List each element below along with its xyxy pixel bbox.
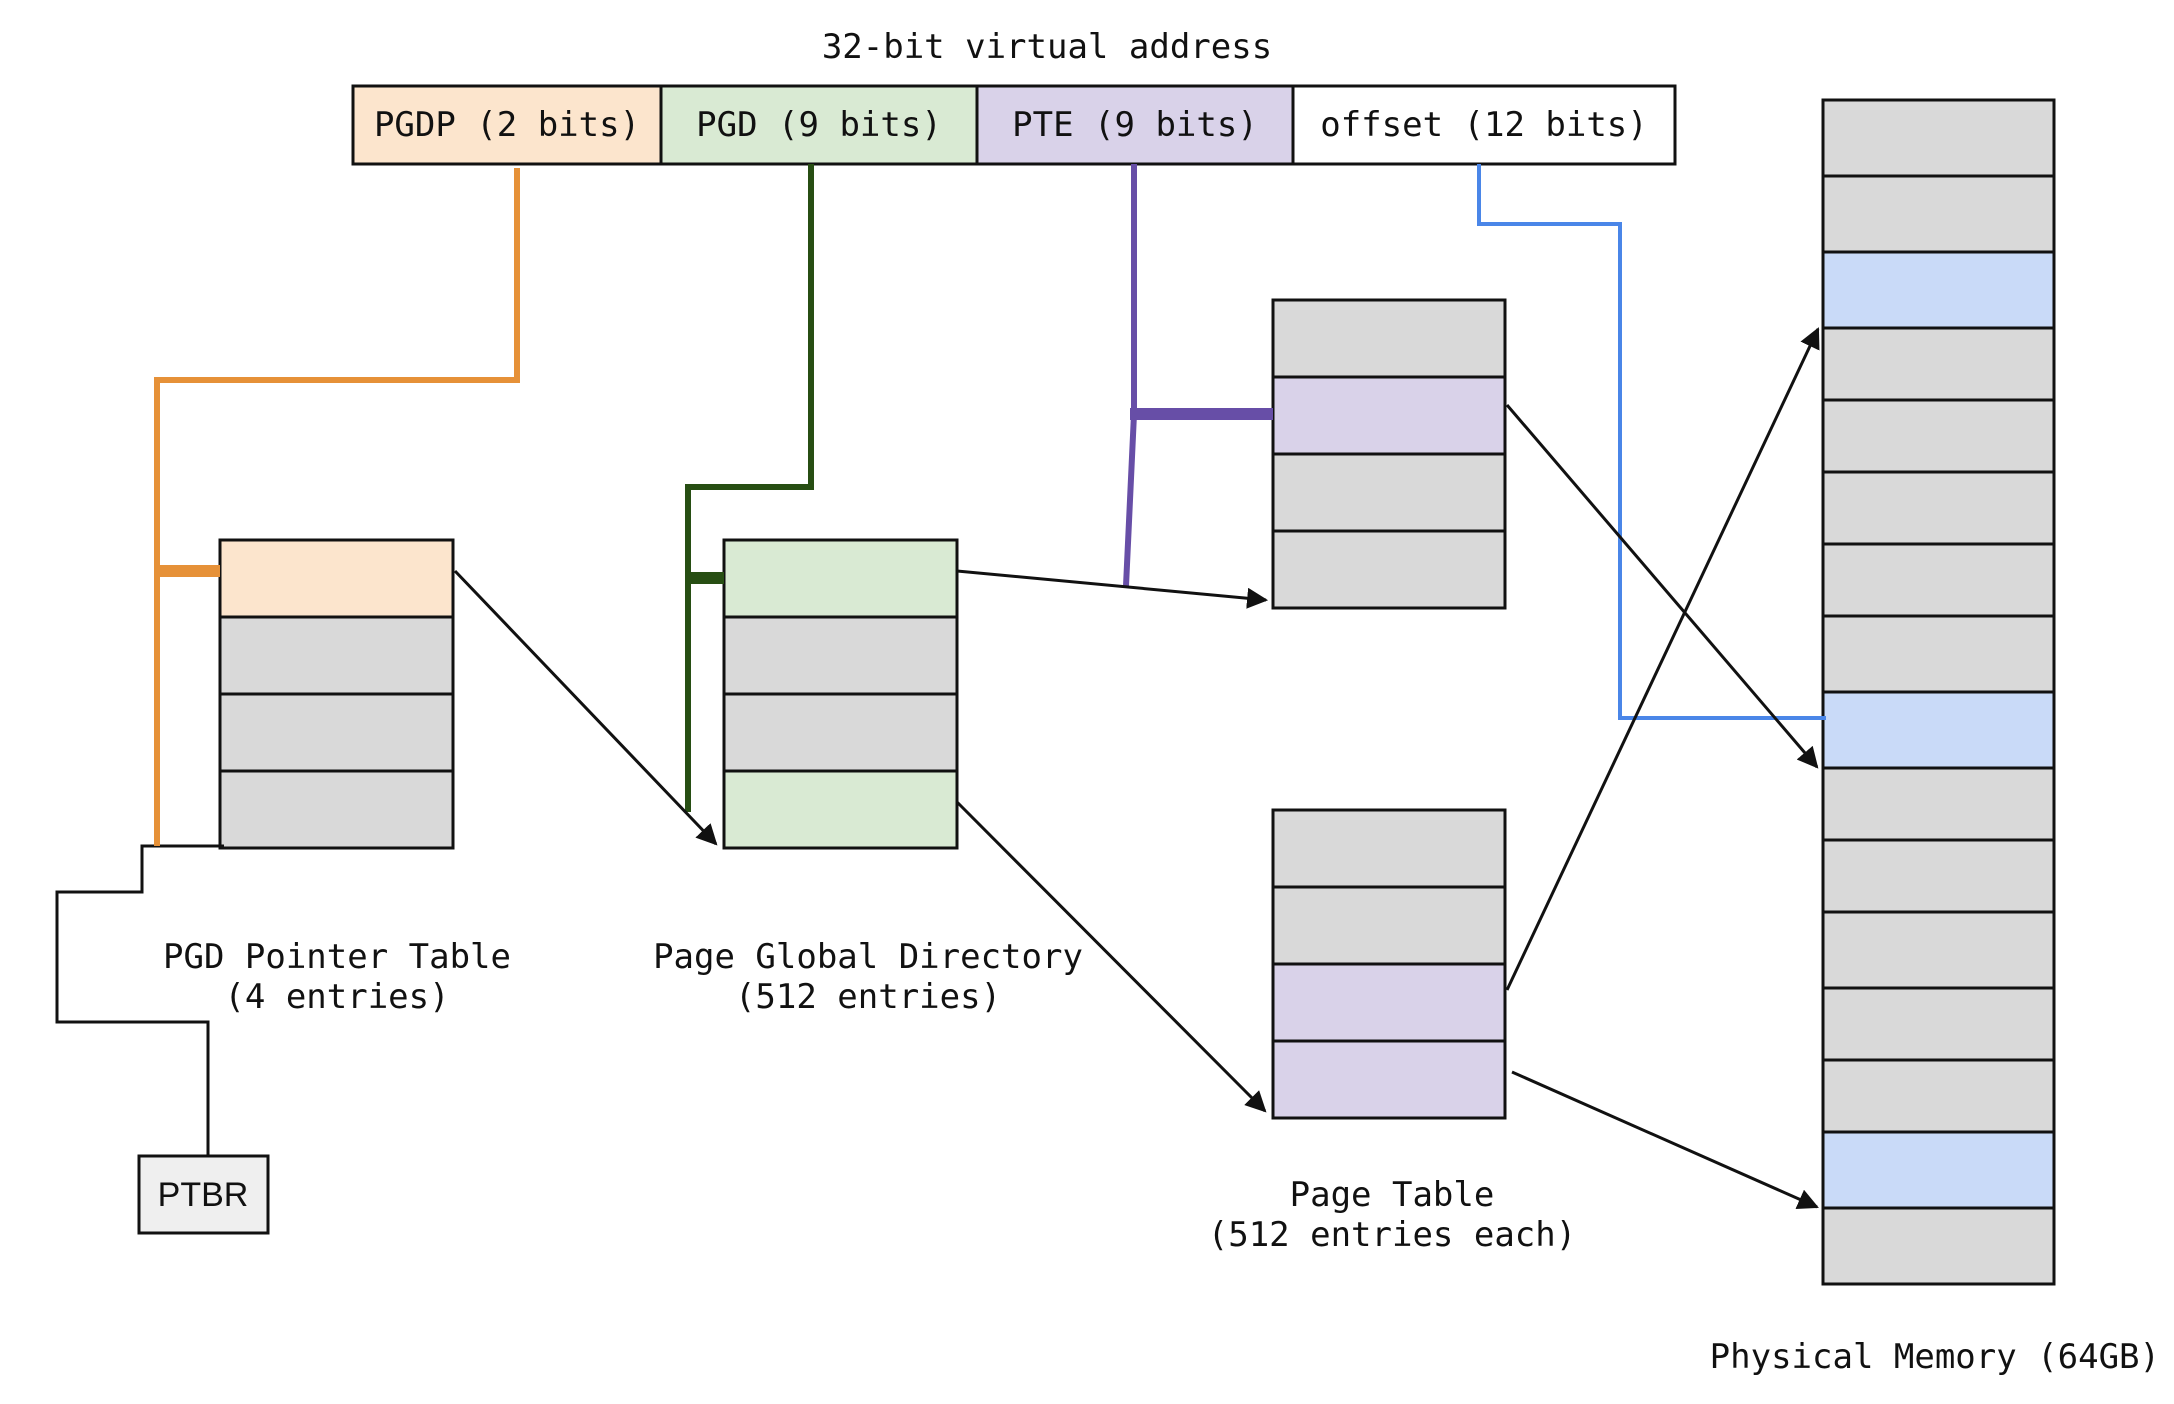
memory-frame [1821,1206,2056,1286]
page-table-entry [1271,808,1507,889]
memory-frame [1821,542,2056,618]
pgd-entry [722,615,959,696]
ptbr-register: PTBR [137,1154,270,1235]
physical-memory-label: Physical Memory (64GB) [1710,1337,2160,1377]
page-table-entry [1271,885,1507,966]
memory-frame-highlighted [1821,1130,2056,1210]
page-table-entry [1271,298,1507,379]
memory-frame [1821,766,2056,842]
pte-to-memory-arrow [1505,404,1819,769]
pgd-pointer-entry [218,615,455,696]
address-field-offset-box [1291,84,1677,166]
address-field-pte: PTE (9 bits) [975,84,1295,166]
virtual-address-bar: PGDP (2 bits) PGD (9 bits) PTE (9 bits) … [351,84,1677,166]
pgd-pointer-entry [218,692,455,773]
page-global-directory-label: Page Global Directory [653,937,1083,977]
page-global-directory [722,538,959,850]
physical-memory [1821,98,2056,1286]
address-field-offset: offset (12 bits) [1291,84,1677,166]
memory-frame-highlighted [1821,250,2056,330]
memory-frame [1821,398,2056,474]
pgd-pointer-entry [218,769,455,850]
pte-index-line [1123,164,1273,587]
offset-index-wire [1477,164,1826,720]
address-field-pgdp-label: PGDP (2 bits) [374,105,640,145]
memory-frame [1821,470,2056,546]
memory-frame [1821,326,2056,402]
page-table-entry [1271,375,1507,456]
pgd-index-line [685,164,814,812]
page-table-entry [1271,452,1507,533]
page-table-label: Page Table [1290,1175,1495,1215]
memory-frame-highlighted [1821,690,2056,770]
address-field-pgdp: PGDP (2 bits) [351,84,663,166]
memory-frame [1821,986,2056,1062]
page-table-top [1271,298,1507,610]
diagram-title: 32-bit virtual address [822,27,1272,67]
memory-frame [1821,838,2056,914]
address-field-pgd: PGD (9 bits) [659,84,979,166]
page-table-entry [1271,529,1507,610]
address-field-pgd-box [659,84,979,166]
memory-frame [1821,98,2056,178]
pte-index-wire [1123,164,1137,587]
memory-frame [1821,910,2056,990]
memory-frame [1821,174,2056,254]
page-global-directory-sublabel: (512 entries) [735,977,1001,1017]
pgd-to-page-table-bottom-arrow [955,800,1267,1113]
page-table-sublabel: (512 entries each) [1208,1215,1576,1255]
pgd-pointer-table-label: PGD Pointer Table [163,937,511,977]
ptbr-box [137,1154,270,1235]
page-table-entry [1271,1039,1507,1120]
pgd-entry [722,538,959,619]
pgdp-to-pgd-arrow [453,569,718,846]
ptbr-connector [55,844,224,1156]
pgd-entry [722,769,959,850]
address-field-pgdp-box [351,84,663,166]
pgd-to-page-table-top-arrow [956,569,1269,609]
pgdp-index-line [154,168,520,846]
pgd-pointer-table [218,538,455,850]
address-field-pgd-label: PGD (9 bits) [696,105,942,145]
address-field-pte-label: PTE (9 bits) [1012,105,1258,145]
pgd-index-wire [685,164,814,812]
memory-frame [1821,1058,2056,1134]
pgd-pointer-entry [218,538,455,619]
page-table-entry [1271,962,1507,1043]
pgd-pointer-table-sublabel: (4 entries) [224,977,449,1017]
pte-to-memory-arrow [1511,1070,1819,1209]
memory-frame [1821,614,2056,694]
address-field-offset-label: offset (12 bits) [1320,105,1648,145]
pgd-entry [722,692,959,773]
page-table-bottom [1271,808,1507,1120]
ptbr-label: PTBR [158,1176,249,1214]
pte-to-memory-arrow [1505,327,1820,991]
pgdp-index-wire [154,168,520,846]
